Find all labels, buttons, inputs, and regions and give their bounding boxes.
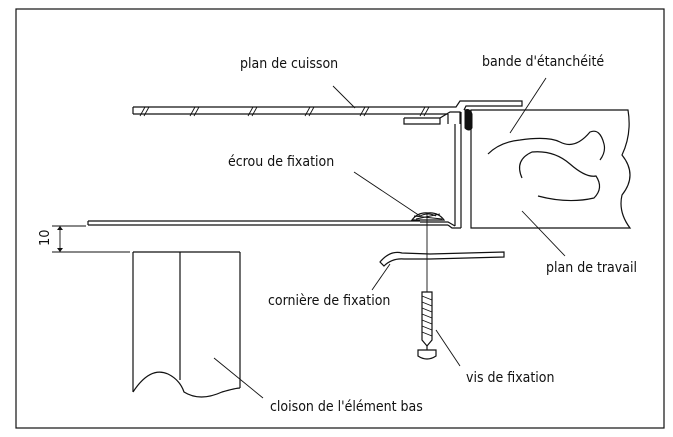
label-fixing-bracket: cornière de fixation [268, 293, 390, 309]
leader-seal-strip [509, 77, 547, 134]
dimension-10-label: 10 [38, 229, 53, 246]
cooktop-shape [132, 100, 523, 229]
diagram-frame [15, 8, 665, 429]
label-fixing-nut: écrou de fixation [228, 154, 334, 170]
label-fixing-screw: vis de fixation [466, 370, 555, 386]
leader-fixing-bracket [371, 263, 391, 291]
leader-fixing-nut [353, 171, 421, 217]
leader-base-unit-panel [213, 357, 264, 399]
leader-fixing-screw [435, 329, 461, 367]
dimension-10-marker [52, 225, 130, 253]
leader-cooktop [332, 85, 356, 109]
label-cooktop: plan de cuisson [240, 56, 338, 72]
label-base-unit-panel: cloison de l'élément bas [270, 399, 423, 415]
seal-strip-shape [464, 109, 473, 131]
label-worktop: plan de travail [546, 260, 637, 276]
fixing-nut-shape [410, 212, 446, 221]
leader-worktop [521, 210, 566, 257]
lower-plate-shape [87, 220, 448, 226]
worktop-shape [470, 109, 632, 229]
base-unit-panel-shape [132, 251, 241, 398]
fixing-bracket-shape [379, 251, 505, 267]
label-seal-strip: bande d'étanchéité [482, 54, 604, 70]
fixing-screw-shape [417, 213, 437, 360]
